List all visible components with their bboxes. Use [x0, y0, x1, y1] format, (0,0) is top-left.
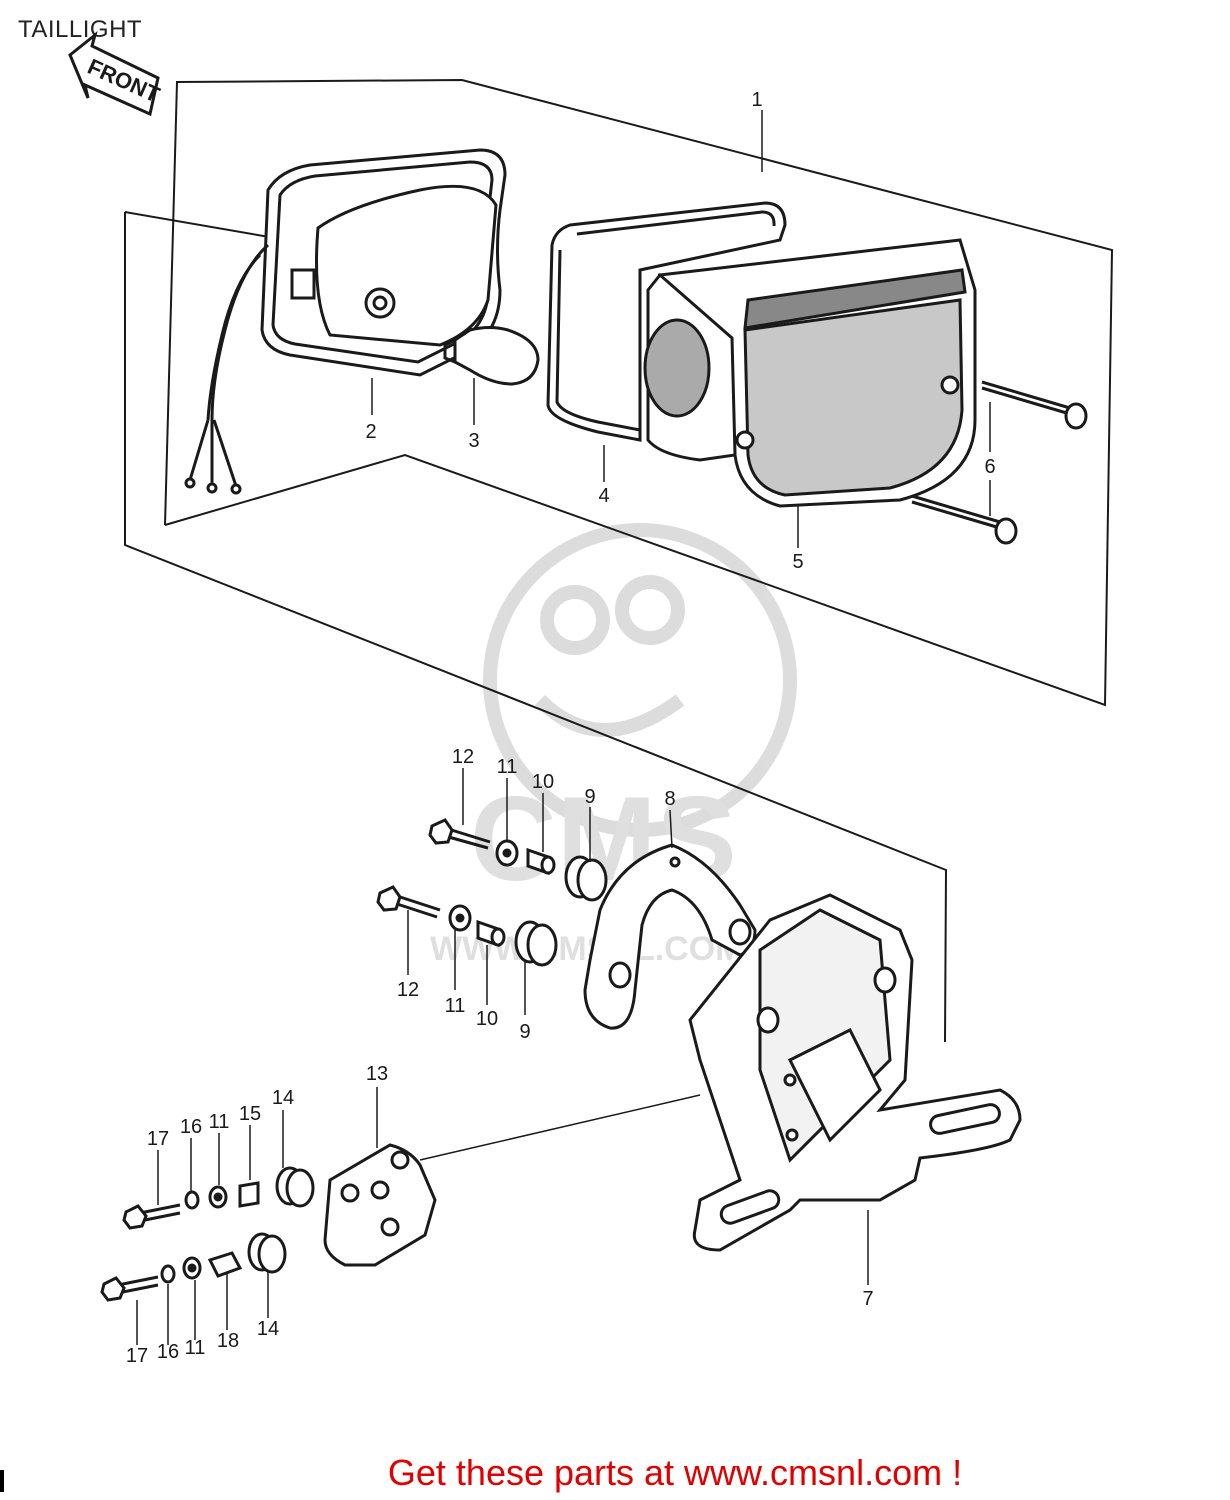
- callout-6: 6: [984, 456, 995, 478]
- footer-text[interactable]: Get these parts at www.cmsnl.com !: [387, 1452, 963, 1493]
- callout-9-upper: 9: [584, 786, 595, 808]
- callout-1: 1: [751, 89, 762, 111]
- plate-13: [323, 1143, 437, 1267]
- callout-labels: 1 2 3 4 5 6 7 8 9 10 11 12 12 11 10 9 13…: [126, 89, 996, 1367]
- callout-18: 18: [217, 1330, 239, 1352]
- callout-11-upper: 11: [497, 756, 518, 778]
- page-title: TAILLIGHT: [18, 16, 143, 43]
- callout-4: 4: [598, 485, 609, 507]
- callout-10-upper: 10: [532, 771, 554, 793]
- housing-base: [184, 148, 507, 495]
- callout-leaders: [136, 110, 991, 1345]
- front-arrow-icon: FRONT: [68, 30, 164, 117]
- lens: [643, 238, 977, 508]
- edge-mark: [0, 1470, 4, 1492]
- license-bracket: [688, 893, 1022, 1252]
- callout-10-lower: 10: [476, 1008, 498, 1030]
- callout-8: 8: [664, 788, 675, 810]
- bulb: [443, 326, 540, 386]
- callout-17-lower: 17: [126, 1345, 148, 1367]
- footer-link[interactable]: Get these parts at www.cmsnl.com !: [0, 1452, 1230, 1494]
- callout-11-lower-b: 11: [185, 1337, 206, 1359]
- callout-3: 3: [468, 430, 479, 452]
- callout-14-lower: 14: [257, 1318, 279, 1340]
- callout-16-upper: 16: [180, 1116, 202, 1138]
- callout-7: 7: [862, 1288, 873, 1310]
- callout-9-lower: 9: [519, 1021, 530, 1043]
- gasket: [546, 201, 787, 442]
- assembly-outline: [124, 78, 1114, 1043]
- callout-2: 2: [365, 421, 376, 443]
- lens-screw: [911, 380, 1088, 545]
- callout-14-upper: 14: [272, 1087, 294, 1109]
- hardware-set-upper: [376, 818, 608, 967]
- callout-12-lower: 12: [397, 979, 419, 1001]
- callout-16-lower: 16: [157, 1341, 179, 1363]
- callout-12-upper: 12: [452, 746, 474, 768]
- callout-15: 15: [239, 1103, 261, 1125]
- hardware-set-lower: [100, 1166, 315, 1302]
- callout-11-lower-a: 11: [209, 1111, 230, 1133]
- callout-13: 13: [366, 1063, 388, 1085]
- callout-11-mid: 11: [445, 995, 466, 1017]
- callout-17-upper: 17: [147, 1128, 169, 1150]
- callout-5: 5: [792, 551, 803, 573]
